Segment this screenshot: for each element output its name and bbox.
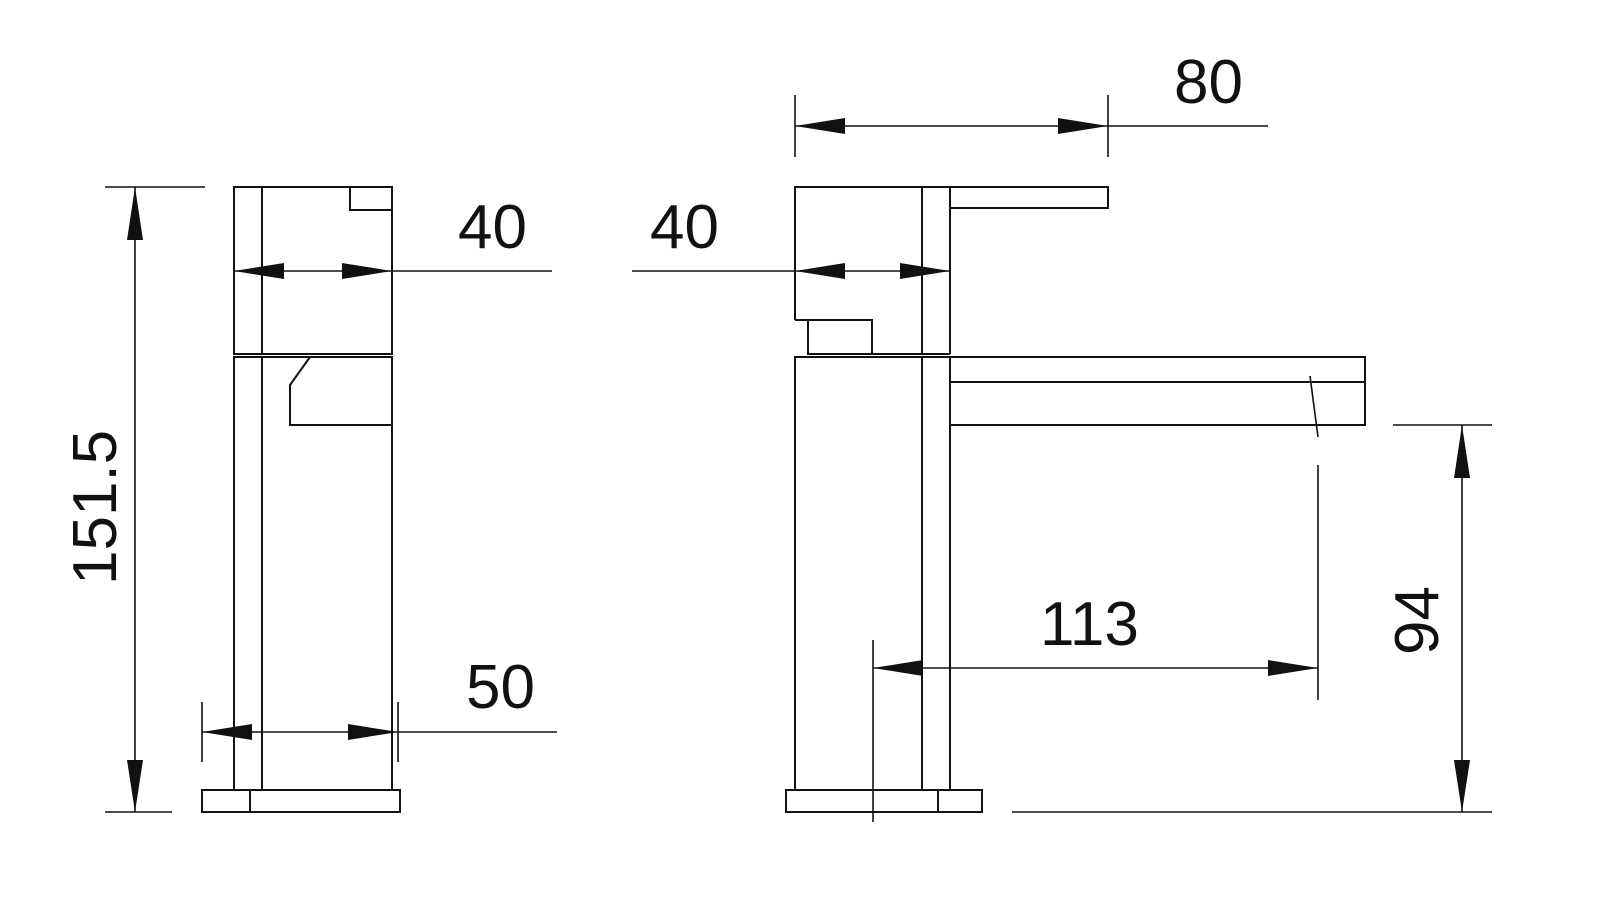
dimension-front-handle-width: 40: [632, 193, 950, 279]
dimension-label: 151.5: [61, 430, 130, 585]
dimension-spout-projection: 113: [872, 465, 1319, 822]
dimension-label: 40: [650, 193, 719, 262]
dimension-total-height: 151.5: [61, 186, 205, 813]
dimension-spout-height: 94: [1012, 424, 1492, 813]
spout: [949, 356, 1366, 438]
dimension-label: 94: [1383, 586, 1452, 655]
side-base: [201, 789, 401, 813]
front-base: [785, 789, 983, 813]
dimension-side-base-width: 50: [201, 653, 557, 762]
side-view: 40 50 151.5: [61, 186, 557, 813]
side-body: [233, 356, 393, 791]
dimension-label: 113: [1040, 590, 1139, 659]
dimension-label: 50: [466, 653, 535, 722]
dimension-label: 80: [1174, 48, 1243, 117]
dimension-label: 40: [458, 193, 527, 262]
front-view: 40 80 113 94: [632, 48, 1492, 822]
dimension-lever-reach: 80: [794, 48, 1268, 157]
dimension-side-handle-width: 40: [234, 193, 552, 279]
